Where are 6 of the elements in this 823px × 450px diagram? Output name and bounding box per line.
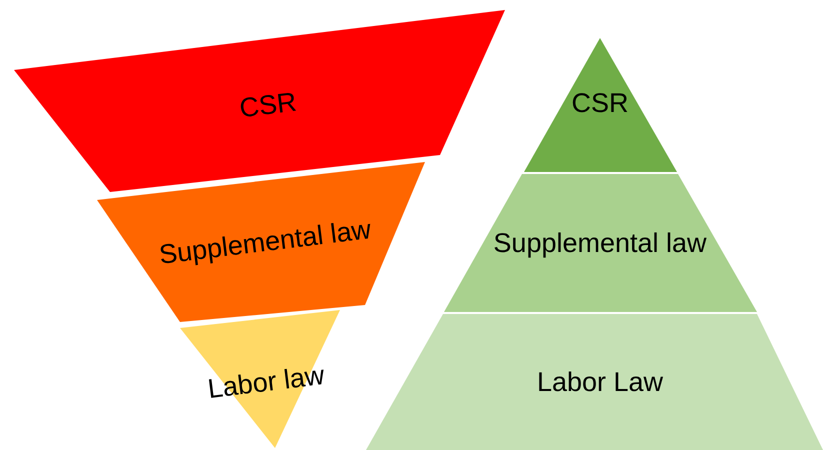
segment-label: Supplemental law: [492, 227, 708, 259]
segment-label: CSR: [570, 87, 630, 119]
segment-label: Labor Law: [536, 366, 664, 398]
segment-label: Labor law: [205, 358, 327, 406]
segment-label: Supplemental law: [156, 213, 374, 272]
segment-label: CSR: [236, 86, 300, 126]
